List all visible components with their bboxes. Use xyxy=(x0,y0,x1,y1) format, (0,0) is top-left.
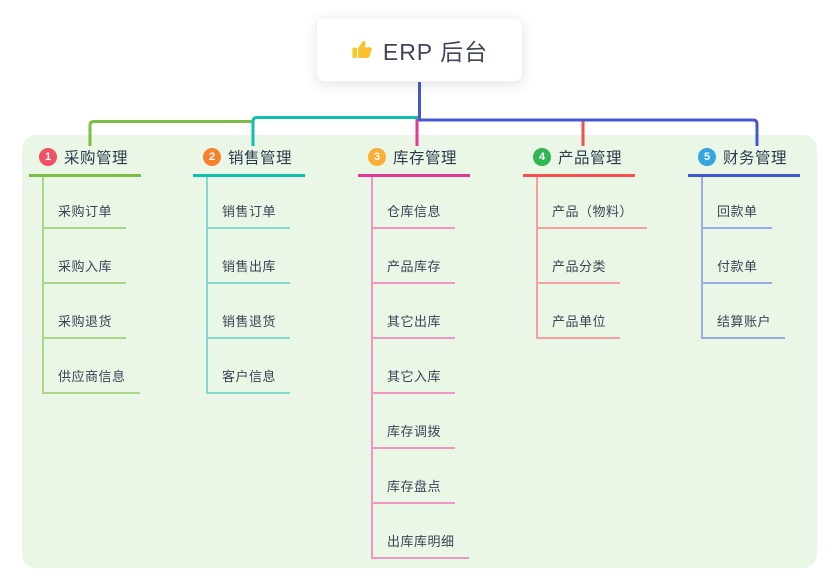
child-item[interactable]: 产品库存 xyxy=(371,258,456,284)
branch-children-spine xyxy=(42,177,44,394)
child-item[interactable]: 产品分类 xyxy=(536,258,621,284)
branch-number-badge: 3 xyxy=(368,148,386,166)
branch-title-2[interactable]: 2 销售管理 xyxy=(193,146,306,177)
branch-title-3[interactable]: 3 库存管理 xyxy=(358,146,471,177)
branch-title-5[interactable]: 5 财务管理 xyxy=(688,146,801,177)
branch-number-badge: 4 xyxy=(533,148,551,166)
child-item[interactable]: 库存调拨 xyxy=(371,423,456,449)
child-item[interactable]: 其它出库 xyxy=(371,313,456,339)
branch-number-badge: 5 xyxy=(698,148,716,166)
branch-title-label: 销售管理 xyxy=(228,150,293,167)
branch-财务管理: 5 财务管理回款单付款单结算账户 xyxy=(688,146,839,339)
branch-title-4[interactable]: 4 产品管理 xyxy=(523,146,636,177)
child-item[interactable]: 销售订单 xyxy=(206,203,291,229)
branch-title-label: 财务管理 xyxy=(723,150,788,167)
branch-title-label: 采购管理 xyxy=(64,150,129,167)
child-item[interactable]: 产品（物料） xyxy=(536,203,648,229)
branch-库存管理: 3 库存管理仓库信息产品库存其它出库其它入库库存调拨库存盘点出库库明细 xyxy=(358,146,528,559)
branch-children-spine xyxy=(536,177,538,339)
child-item[interactable]: 销售退货 xyxy=(206,313,291,339)
branch-产品管理: 4 产品管理产品（物料） 产品分类产品单位 xyxy=(523,146,693,339)
root-node[interactable]: ERP 后台 xyxy=(316,17,523,82)
child-item[interactable]: 付款单 xyxy=(701,258,772,284)
child-item[interactable]: 客户信息 xyxy=(206,368,291,394)
branch-销售管理: 2 销售管理销售订单销售出库销售退货客户信息 xyxy=(193,146,363,394)
child-item[interactable]: 采购入库 xyxy=(42,258,127,284)
child-item[interactable]: 采购订单 xyxy=(42,203,127,229)
child-item[interactable]: 其它入库 xyxy=(371,368,456,394)
branch-number-badge: 1 xyxy=(39,148,57,166)
child-item[interactable]: 仓库信息 xyxy=(371,203,456,229)
branch-采购管理: 1 采购管理采购订单采购入库采购退货供应商信息 xyxy=(29,146,199,394)
branch-children-spine xyxy=(206,177,208,394)
child-item[interactable]: 供应商信息 xyxy=(42,368,140,394)
branch-title-1[interactable]: 1 采购管理 xyxy=(29,146,142,177)
child-item[interactable]: 库存盘点 xyxy=(371,478,456,504)
child-item[interactable]: 产品单位 xyxy=(536,313,621,339)
branch-title-label: 产品管理 xyxy=(558,150,623,167)
branches-background-panel xyxy=(22,135,817,568)
branch-title-label: 库存管理 xyxy=(393,150,458,167)
branch-children-spine xyxy=(701,177,703,339)
child-item[interactable]: 出库库明细 xyxy=(371,533,469,559)
root-node-label: ERP 后台 xyxy=(382,38,489,65)
child-item[interactable]: 销售出库 xyxy=(206,258,291,284)
child-item[interactable]: 采购退货 xyxy=(42,313,127,339)
child-item[interactable]: 回款单 xyxy=(701,203,772,229)
child-item[interactable]: 结算账户 xyxy=(701,313,786,339)
branch-number-badge: 2 xyxy=(203,148,221,166)
thumbs-up-icon xyxy=(352,41,372,58)
branch-children-spine xyxy=(371,177,373,559)
